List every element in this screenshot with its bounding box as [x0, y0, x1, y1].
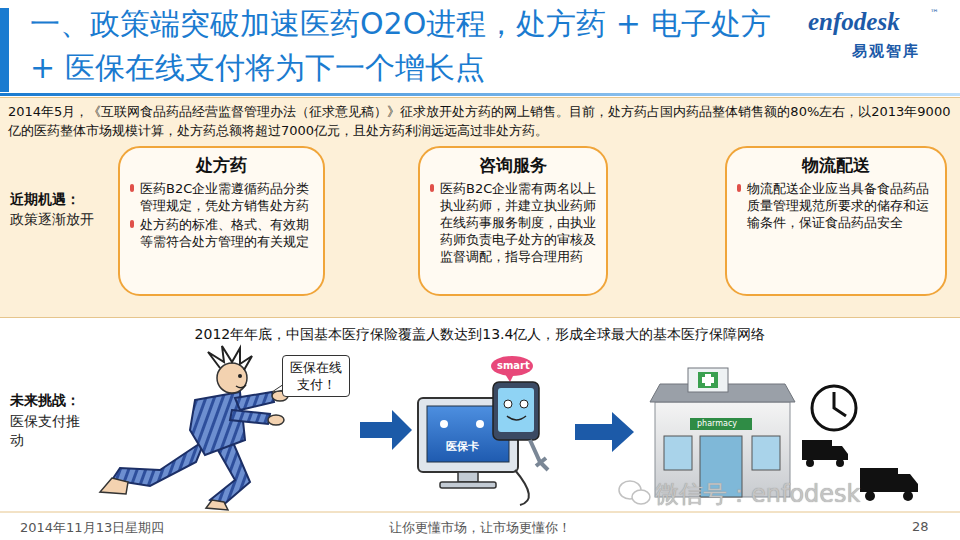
- bubble-text: 医保在线支付！: [287, 359, 345, 393]
- logo-text: enfodesk: [808, 8, 900, 36]
- slide-title: 一、政策端突破加速医药O2O进程，处方药 + 电子处方 + 医保在线支付将为下一…: [30, 2, 790, 90]
- policy-box: 物流配送物流配送企业应当具备食品药品质量管理规范所要求的储存和运输条件，保证食品…: [725, 146, 947, 296]
- logo-subtitle: 易观智库: [852, 42, 920, 61]
- box-bullet: 医药B2C企业需遵循药品分类管理规定，凭处方销售处方药: [128, 180, 315, 214]
- box-heading: 咨询服务: [428, 154, 598, 176]
- flow-arrow: [360, 410, 412, 450]
- box-bullet: 物流配送企业应当具备食品药品质量管理规范所要求的储存和运输条件，保证食品药品安全: [735, 180, 937, 231]
- side-text: 政策逐渐放开: [10, 211, 94, 229]
- title-rule: [0, 93, 960, 96]
- flow-arrow: [575, 412, 634, 452]
- smart-phone: [491, 356, 548, 470]
- truck-icon: [802, 440, 848, 467]
- clock-icon: [812, 386, 856, 430]
- policy-box: 咨询服务医药B2C企业需有两名以上执业药师，并建立执业药师在线药事服务制度，由执…: [418, 146, 608, 296]
- pharmacy-building: [650, 368, 795, 497]
- screen-label: 医保卡: [446, 440, 479, 454]
- speech-bubble: 医保在线支付！: [282, 355, 350, 397]
- running-man: [100, 346, 296, 510]
- footer-date: 2014年11月13日星期四: [20, 519, 164, 537]
- box-bullet: 医药B2C企业需有两名以上执业药师，并建立执业药师在线药事服务制度，由执业药师负…: [428, 180, 598, 265]
- wechat-icon: [619, 481, 650, 504]
- side-heading: 未来挑战：: [10, 392, 80, 410]
- sign-label: pharmacy: [697, 419, 737, 429]
- side-heading: 近期机遇：: [10, 191, 80, 209]
- band-rule: [0, 512, 960, 513]
- policy-box: 处方药医药B2C企业需遵循药品分类管理规定，凭处方销售处方药处方药的标准、格式、…: [118, 146, 325, 296]
- box-heading: 处方药: [128, 154, 315, 176]
- box-heading: 物流配送: [735, 154, 937, 176]
- title-bar: [0, 8, 9, 92]
- side-text: 医保支付推动: [10, 412, 82, 450]
- watermark: 微信号：enfodesk: [655, 478, 861, 510]
- context-band: 2014年5月，《互联网食品药品经营监督管理办法（征求意见稿）》征求放开处方药的…: [0, 97, 960, 318]
- coverage-text: 2012年年底，中国基本医疗保险覆盖人数达到13.4亿人，形成全球最大的基本医疗…: [0, 326, 960, 344]
- intro-text: 2014年5月，《互联网食品药品经营监督管理办法（征求意见稿）》征求放开处方药的…: [8, 102, 952, 140]
- bubble-label: smart: [497, 360, 530, 372]
- trademark: ™: [930, 8, 939, 18]
- page-number: 28: [912, 519, 929, 534]
- footer-slogan: 让你更懂市场，让市场更懂你！: [0, 519, 960, 537]
- box-bullet: 处方药的标准、格式、有效期等需符合处方管理的有关规定: [128, 216, 315, 250]
- truck-icon: [860, 468, 918, 501]
